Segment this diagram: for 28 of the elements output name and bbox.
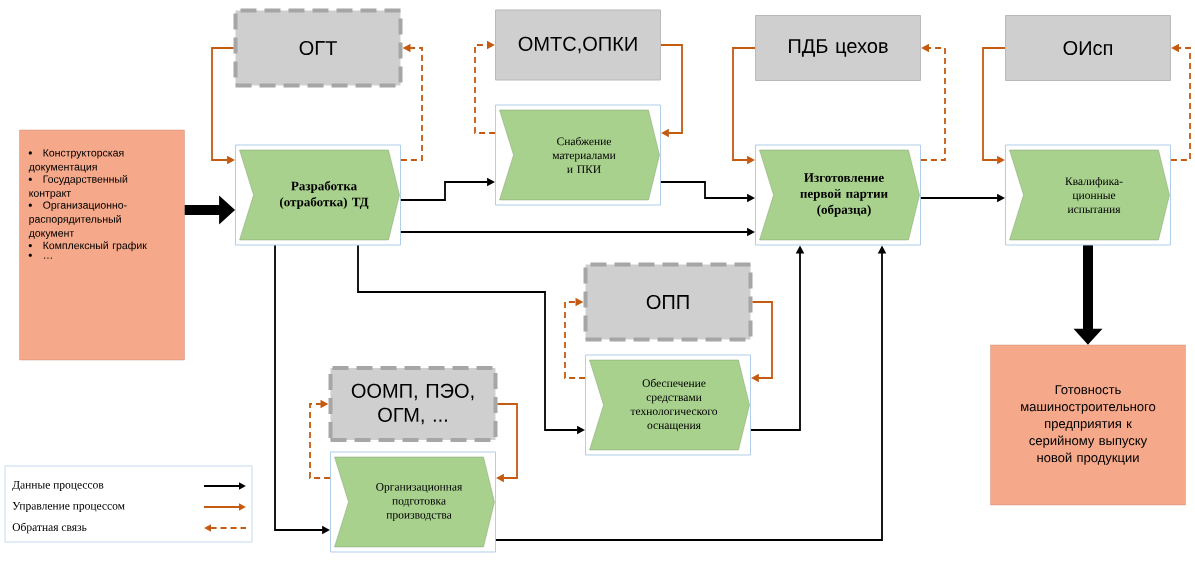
department-box: ОИсп [1005,15,1171,81]
arrow [751,301,773,383]
list-item: Конструкторская документация [28,149,124,173]
process-box: Снабжение материалами и ПКИ [495,104,661,206]
department-box: ПДБ цехов [755,15,921,81]
department-box: ОГТ [233,8,403,88]
arrow [564,297,586,379]
input-documents-box [19,129,185,361]
legend-label: Обратная связь [12,522,87,534]
list-item: Организационно-распорядительный документ [28,201,127,239]
department-box: ОПП [583,262,753,342]
process-box: Обеспечение средствами технологического оснащения [585,354,751,456]
process-box: Организационная подготовка производства [330,451,496,553]
department-box: ООМП, ПЭО, ОГМ, ... [328,366,498,442]
list-item: … [28,253,52,259]
arrow [474,40,496,134]
arrow [660,44,683,138]
department-box: ОМТС,ОПКИ [495,9,661,81]
result-box: Готовность машиностроительного предприятия к серийному выпуску новой продукции [990,344,1186,506]
arrow [309,399,331,479]
process-box: Разработка (отработка) ТД [235,144,401,246]
arrow [496,403,518,483]
legend-label: Данные процессов [12,481,104,491]
list-item: Государственный контракт [28,175,128,199]
list-item: Комплексный график [28,241,147,252]
legend-label: Управление процессом [12,502,125,512]
process-box: Квалифика-ционные испытания [1005,144,1171,246]
process-box: Изготовление первой партии (образца) [755,144,921,246]
